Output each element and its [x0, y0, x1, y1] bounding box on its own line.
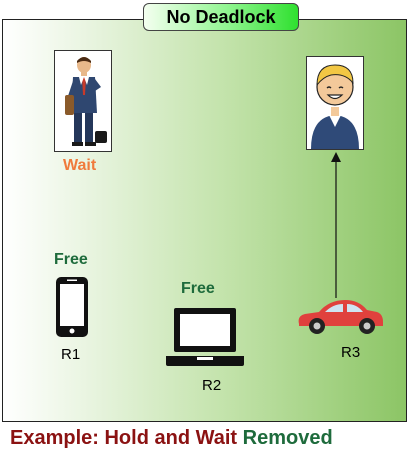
r3-label: R3	[341, 344, 361, 361]
title-badge: No Deadlock	[143, 3, 299, 31]
car-icon	[298, 300, 383, 334]
footer-caption-removed: Removed	[242, 427, 333, 449]
process-1-frame	[54, 50, 112, 152]
smartphone-icon	[56, 277, 88, 337]
person-icon	[311, 64, 359, 149]
r1-status: Free	[54, 251, 88, 268]
process-1-status: Wait	[63, 157, 97, 174]
r2-label: R2	[202, 377, 222, 394]
footer-caption: Example: Hold and Wait Removed	[10, 427, 333, 450]
businessman-icon	[65, 57, 107, 146]
laptop-icon	[166, 308, 244, 366]
request-arrow	[331, 152, 341, 298]
footer-caption-main: Example: Hold and Wait	[10, 427, 238, 449]
process-2-frame	[306, 56, 364, 150]
r2-status: Free	[181, 280, 215, 297]
r1-label: R1	[61, 346, 81, 363]
